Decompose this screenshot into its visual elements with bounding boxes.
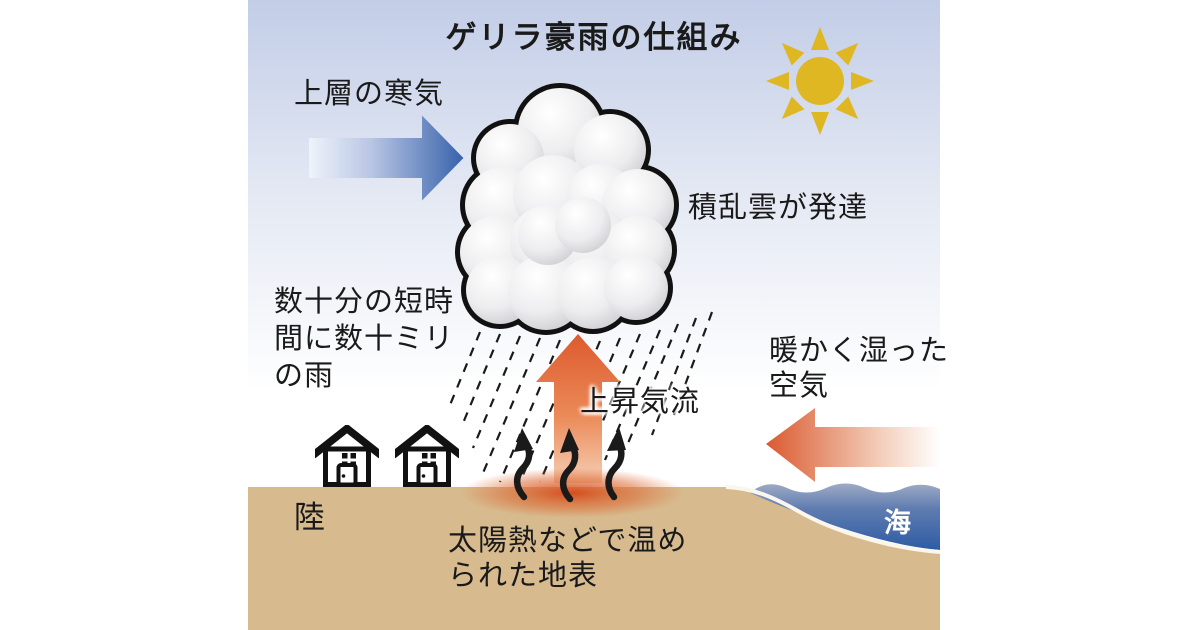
ground <box>248 487 940 630</box>
shoreline <box>725 485 940 554</box>
heated-ground-glow <box>460 468 684 518</box>
heavy-rain-note-line3: の雨 <box>274 360 335 392</box>
heated-surface-line1: 太陽熱などで温め <box>448 525 688 557</box>
label-cumulonimbus-growth: 積乱雲が発達 <box>688 192 869 224</box>
label-heavy-rain-note: 数十分の短時 間に数十ミリ の雨 <box>274 284 454 395</box>
cold-air-arrow-icon <box>309 115 464 201</box>
sea <box>750 483 940 550</box>
heated-surface-line2: られた地表 <box>448 560 599 592</box>
rising-heat-arrowheads <box>514 427 626 453</box>
heavy-rain-note-line1: 数十分の短時 <box>274 286 455 318</box>
label-warm-moist-air: 暖かく湿った 空気 <box>769 334 949 404</box>
warm-moist-air-line2: 空気 <box>769 370 830 402</box>
diagram-graphics <box>248 27 940 630</box>
warm-air-arrow-icon <box>766 408 938 482</box>
label-land: 陸 <box>294 500 326 535</box>
cumulonimbus-cloud-icon <box>455 83 679 335</box>
heavy-rain-note-line2: 間に数十ミリ <box>274 323 455 355</box>
label-sea: 海 <box>884 508 912 538</box>
house-icon <box>316 429 378 485</box>
label-updraft: 上昇気流 <box>580 386 701 418</box>
warm-moist-air-line1: 暖かく湿った <box>769 335 950 367</box>
updraft-arrow-icon <box>536 334 620 483</box>
label-upper-cold-air: 上層の寒気 <box>294 78 445 110</box>
diagram-title: ゲリラ豪雨の仕組み <box>445 20 743 55</box>
house-icon <box>396 429 458 485</box>
diagram-area: ゲリラ豪雨の仕組み 上層の寒気 積乱雲が発達 数十分の短時 間に数十ミリ の雨 … <box>248 0 948 630</box>
rising-heat-arrows-icon <box>513 441 625 503</box>
sun-icon <box>766 27 874 135</box>
label-heated-surface: 太陽熱などで温め られた地表 <box>448 524 687 594</box>
